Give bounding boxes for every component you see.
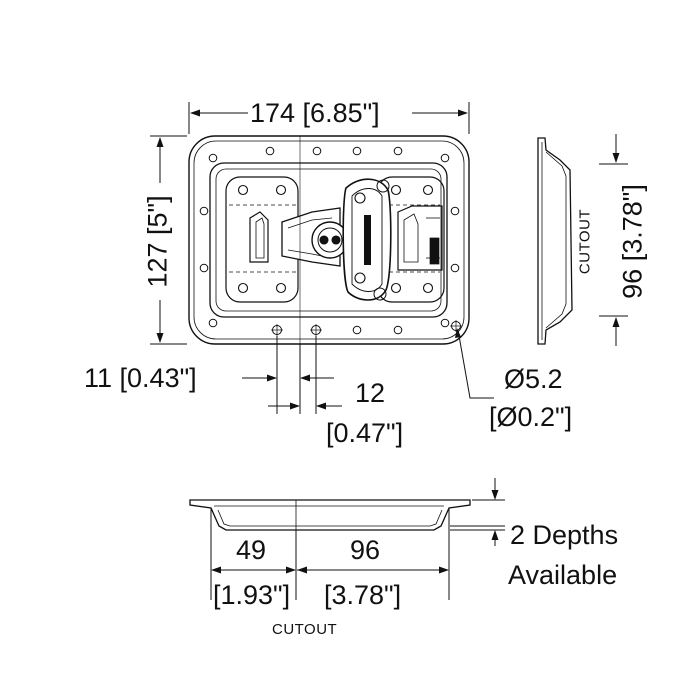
front-view [189, 136, 469, 344]
bracket-rivet [392, 284, 401, 293]
flange-mounting-holes [200, 147, 459, 334]
bracket-rivet [277, 284, 286, 293]
height-total-label: 127 [5"] [142, 195, 173, 288]
bottom-dimension-lines [211, 478, 505, 600]
pivot-hole [320, 236, 328, 244]
mounting-hole [451, 207, 459, 215]
hole-diameter-mm-label: Ø5.2 [504, 364, 563, 394]
bottom-view [190, 500, 470, 530]
flange-in-label: [1.93"] [213, 580, 291, 610]
depths-note-line2: Available [508, 560, 618, 590]
cutout-side-label: CUTOUT [576, 208, 594, 275]
mounting-hole [441, 154, 449, 162]
recess-dish-inner [216, 169, 441, 311]
handle-pivot [374, 288, 386, 300]
hole-offset-label: 11 [0.43"] [84, 363, 197, 393]
hole-diameter-in-label: [Ø0.2"] [489, 402, 573, 432]
bracket-rivet [424, 186, 433, 195]
handle-brand-text [364, 215, 371, 265]
depths-note-line1: 2 Depths [510, 520, 619, 550]
mounting-hole [394, 326, 402, 334]
mounting-hole [266, 147, 274, 155]
reference-holes [271, 320, 462, 336]
side-view [538, 138, 572, 344]
hole-spacing-mm-label: 12 [355, 378, 386, 408]
handle-pivot [377, 180, 389, 192]
mounting-hole [394, 147, 402, 155]
mounting-hole [441, 319, 449, 327]
mounting-hole [353, 326, 361, 334]
mounting-hole [200, 264, 208, 272]
dimension-lines [150, 102, 628, 414]
pivot-hole [332, 236, 340, 244]
recess-dish [210, 163, 447, 317]
outer-flange [189, 136, 469, 344]
latch-mechanism [282, 179, 391, 300]
side-stamp [430, 238, 439, 264]
mounting-hole [353, 147, 361, 155]
bracket-rivet [392, 186, 401, 195]
bracket-rivet [277, 186, 286, 195]
mounting-hole [209, 154, 217, 162]
cutout-width-mm-label: 96 [350, 535, 381, 565]
mounting-hole [313, 147, 321, 155]
flange-mm-label: 49 [236, 535, 267, 565]
bracket-rivet [239, 284, 248, 293]
handle-rivet [355, 273, 365, 283]
outer-flange-inner-edge [194, 141, 464, 339]
mounting-hole [451, 264, 459, 272]
cutout-height-label: 96 [3.78"] [617, 184, 648, 299]
bracket-rivet [424, 284, 433, 293]
mounting-hole [209, 319, 217, 327]
handle-rivet [355, 193, 365, 203]
mounting-hole [200, 207, 208, 215]
cutout-width-in-label: [3.78"] [324, 580, 402, 610]
hole-spacing-in-label: [0.47"] [326, 418, 404, 448]
width-total-label: 174 [6.85"] [250, 98, 380, 128]
cutout-bottom-label: CUTOUT [272, 621, 338, 638]
bracket-rivet [239, 186, 248, 195]
